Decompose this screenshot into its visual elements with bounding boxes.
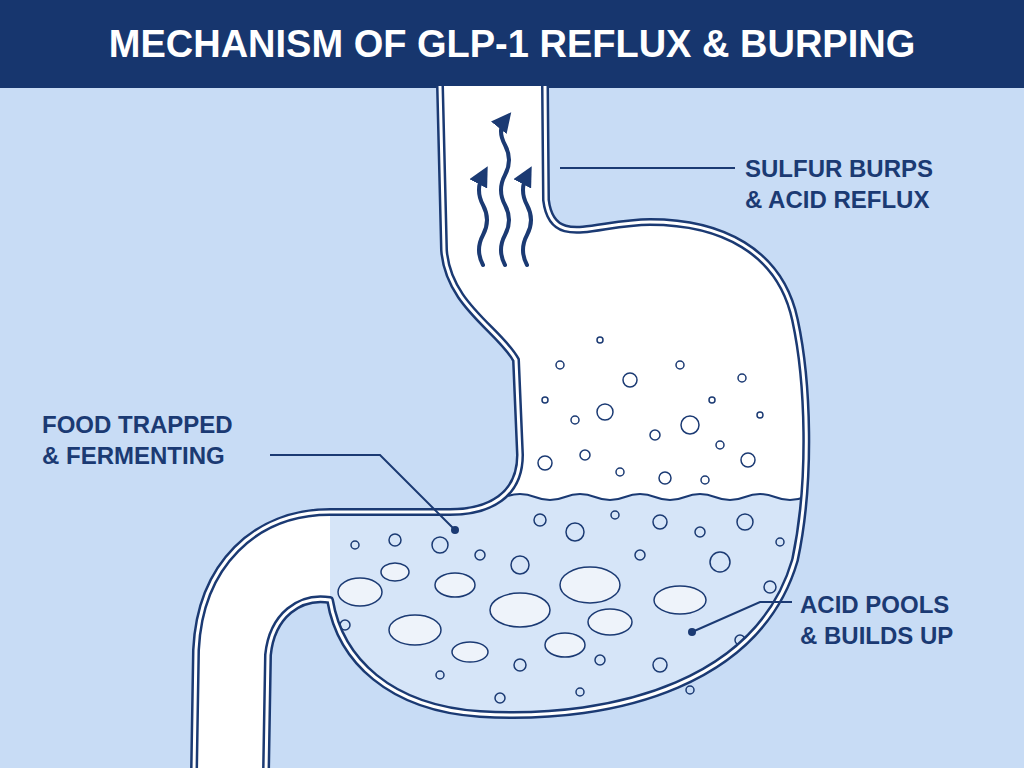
gas-bubble <box>635 550 645 560</box>
food-clump <box>545 633 585 657</box>
gas-bubble <box>764 581 776 593</box>
gas-bubble <box>741 453 755 467</box>
gas-bubble <box>514 659 526 671</box>
reflux-arrow <box>479 175 487 265</box>
gas-bubble <box>597 404 613 420</box>
gas-bubble <box>611 511 619 519</box>
food-clump <box>435 573 475 597</box>
gas-bubble <box>650 430 660 440</box>
food-clump <box>381 563 409 581</box>
gas-bubble <box>432 537 448 553</box>
gas-bubble <box>571 416 579 424</box>
gas-bubble <box>695 527 705 537</box>
gas-bubble <box>738 374 746 382</box>
gas-bubble <box>737 514 753 530</box>
food-clump <box>490 593 550 627</box>
gas-bubble <box>616 468 624 476</box>
stomach-wall <box>194 86 806 768</box>
acid-pool <box>330 494 835 740</box>
leader-line <box>560 167 735 169</box>
gas-bubble <box>757 412 763 418</box>
leader-dot <box>451 526 459 534</box>
callout-label: FOOD TRAPPED & FERMENTING <box>42 409 242 471</box>
gas-bubble <box>538 456 552 470</box>
callout-label: ACID POOLS & BUILDS UP <box>800 589 965 651</box>
gas-bubble <box>495 693 505 703</box>
gas-bubble <box>701 476 709 484</box>
gas-bubble <box>710 552 730 572</box>
leader-line <box>270 455 455 530</box>
gas-bubble <box>556 361 564 369</box>
food-clump <box>560 567 620 603</box>
reflux-arrow <box>501 120 509 265</box>
leader-line <box>692 602 792 632</box>
fluid-surface <box>505 494 835 500</box>
reflux-arrow <box>523 175 531 265</box>
gas-bubble <box>716 441 724 449</box>
food-clump <box>452 642 488 662</box>
gas-bubble <box>389 534 401 546</box>
gas-bubble <box>659 472 671 484</box>
food-clump <box>588 609 632 635</box>
gas-bubble <box>595 655 605 665</box>
gas-bubble <box>676 361 684 369</box>
gas-bubble <box>653 515 667 529</box>
gas-bubble <box>709 397 715 403</box>
gas-bubble <box>534 514 546 526</box>
gas-bubble <box>511 556 529 574</box>
stomach-wall-inner <box>194 86 806 768</box>
gas-bubble <box>576 688 584 696</box>
gas-bubble <box>681 416 699 434</box>
gas-bubble <box>597 337 603 343</box>
gas-bubble <box>475 550 485 560</box>
leader-dot <box>688 628 696 636</box>
title-banner <box>0 0 1024 88</box>
food-clump <box>338 578 382 606</box>
gas-bubble <box>623 373 637 387</box>
diagram-title: MECHANISM OF GLP-1 REFLUX & BURPING <box>12 0 1012 88</box>
gas-bubble <box>776 538 784 546</box>
gas-bubble <box>580 450 590 460</box>
gas-bubble <box>436 671 444 679</box>
gas-bubble <box>653 658 667 672</box>
food-clump <box>654 586 706 614</box>
gas-bubble <box>351 541 359 549</box>
gas-bubble <box>542 397 548 403</box>
gas-bubble <box>566 523 584 541</box>
food-clump <box>389 615 441 645</box>
gas-bubble <box>686 686 694 694</box>
callout-label: SULFUR BURPS & ACID REFLUX <box>745 153 945 215</box>
